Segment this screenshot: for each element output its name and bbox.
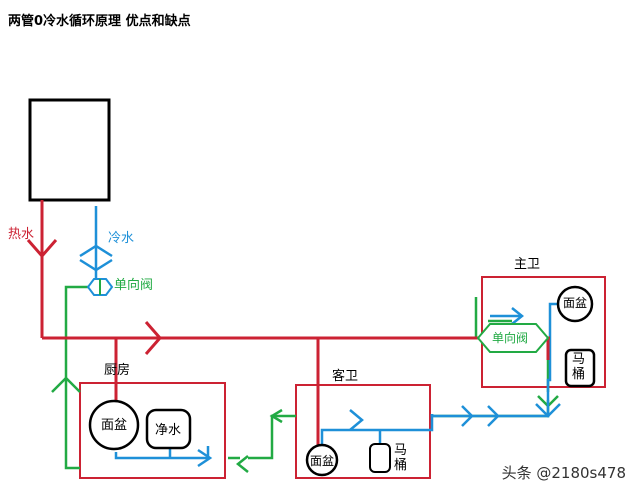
master-basin-label: 面盆 <box>563 296 588 310</box>
kitchen-box <box>79 382 226 479</box>
purifier-label: 净水 <box>155 423 182 438</box>
check-valve-left <box>86 278 114 296</box>
kitchen-basin-label: 面盆 <box>101 418 128 433</box>
page-title: 两管0冷水循环原理 优点和缺点 <box>8 14 191 29</box>
guest-bath-label: 客卫 <box>332 369 359 384</box>
master-toilet-label-top: 马 <box>572 352 586 367</box>
check-valve-left-label: 单向阀 <box>114 278 154 293</box>
water-heater <box>28 98 111 202</box>
master-toilet-label-bottom: 桶 <box>572 366 586 382</box>
guest-toilet-label: 马 桶 <box>394 443 408 474</box>
check-valve-right <box>476 323 550 353</box>
master-bath-label: 主卫 <box>514 257 541 272</box>
master-toilet <box>564 348 596 388</box>
master-toilet-label: 马 桶 <box>572 352 586 383</box>
kitchen-purifier <box>145 408 192 450</box>
cold-water-label: 冷水 <box>108 231 135 246</box>
watermark: 头条 @2180s478 <box>502 462 626 483</box>
cold-line <box>79 206 561 468</box>
check-valve-right-label: 单向阀 <box>492 331 529 345</box>
guest-toilet-label-top: 马 <box>394 443 408 458</box>
kitchen-basin <box>88 399 140 451</box>
guest-toilet <box>369 443 391 473</box>
guest-toilet-label-bottom: 桶 <box>394 457 408 473</box>
hot-line <box>26 200 550 448</box>
guest-basin-label: 面盆 <box>310 454 335 468</box>
hot-water-label: 热水 <box>8 227 35 242</box>
watermark-text: 头条 @2180s478 <box>501 464 626 482</box>
master-basin <box>556 285 594 323</box>
kitchen-label: 厨房 <box>104 363 131 378</box>
guest-bath-box <box>295 384 431 479</box>
guest-basin <box>305 443 339 477</box>
